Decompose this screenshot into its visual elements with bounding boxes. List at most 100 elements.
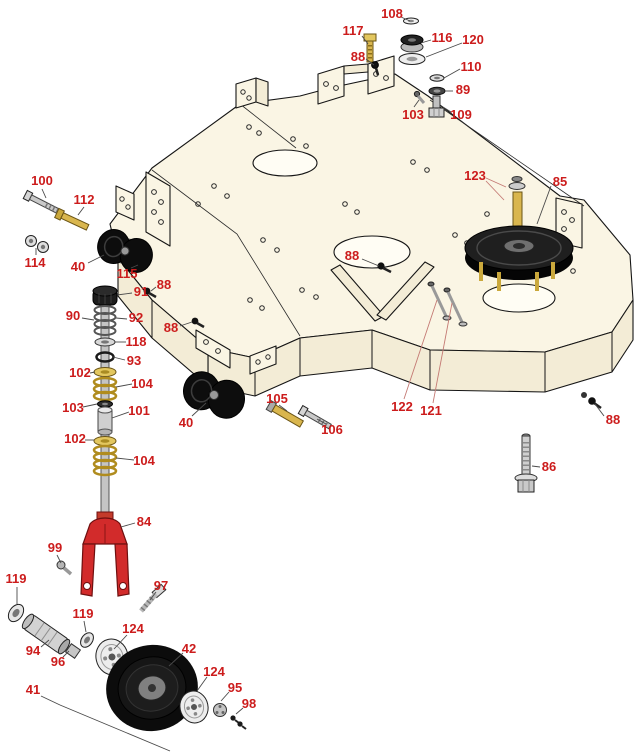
part-label-122-33: 122	[391, 399, 413, 414]
part-label-119-41: 119	[73, 606, 94, 621]
rod-121	[443, 287, 468, 327]
bolts-98	[230, 715, 247, 730]
part-label-124-46: 124	[203, 664, 225, 679]
bolt-112	[54, 207, 90, 231]
fork-hardware	[56, 560, 167, 613]
leader-line-91-19-0	[116, 292, 133, 296]
part-label-115-13: 115	[117, 266, 138, 281]
leader-line-108-2-0	[400, 16, 411, 22]
spacer-101	[97, 406, 113, 436]
bolt-88-right	[581, 392, 602, 410]
leader-line-110-5-0	[443, 68, 461, 79]
bolt-109	[428, 95, 445, 118]
deck-front-bracket	[195, 329, 277, 375]
spindle-mount-bolts	[479, 262, 555, 291]
leader-line-106-32-0	[316, 418, 327, 425]
part-label-118-22: 118	[126, 334, 147, 349]
part-label-99-38: 99	[48, 540, 62, 555]
leader-line-103-7-0	[413, 99, 420, 108]
cap-91	[92, 285, 118, 306]
screw-103-top	[413, 90, 426, 104]
antiscalp-wheel-front	[97, 229, 153, 273]
leader-line-84-37-0	[120, 522, 136, 528]
leader-line-97-40-0	[149, 591, 157, 601]
left-hardware	[22, 189, 205, 329]
part-label-121-34: 121	[420, 403, 442, 418]
leader-line-88-1-0	[365, 58, 375, 66]
part-label-84-37: 84	[137, 514, 152, 529]
part-label-123-15: 123	[464, 168, 486, 183]
leader-line-96-43-0	[62, 650, 70, 658]
rod-122	[427, 281, 452, 321]
leader-line-88-14-0	[150, 286, 157, 292]
part-label-112-10: 112	[74, 192, 95, 207]
leader-line-86-36-0	[531, 465, 541, 468]
caster-fork	[80, 511, 130, 597]
spindle-washer	[508, 182, 526, 190]
part-label-119-39: 119	[6, 571, 27, 586]
leader-line-104-29-0	[115, 457, 135, 461]
fork-axle-hole-right	[119, 582, 127, 590]
bolt-100	[22, 189, 61, 215]
axle-tube-94	[21, 613, 71, 655]
deck-left-bracket	[115, 171, 171, 247]
part-label-94-42: 94	[26, 643, 41, 658]
bolt-88-edge	[191, 317, 205, 329]
deck-bolt-holes	[195, 124, 576, 311]
spindle-assembly	[464, 176, 574, 291]
bolt-97	[139, 583, 167, 613]
washer-110	[429, 74, 445, 82]
deck-mount-tower-mid	[317, 63, 369, 105]
leader-line-40-30-0	[191, 402, 207, 417]
part-label-41-49: 41	[26, 682, 40, 697]
washer-102-upper	[93, 367, 117, 377]
bolt-117	[363, 33, 377, 63]
part-label-109-8: 109	[450, 107, 472, 122]
washer-118	[94, 337, 116, 347]
washer-120	[398, 53, 426, 65]
deck-v-straps	[330, 261, 435, 322]
tire-42	[106, 644, 198, 732]
pin-105	[265, 399, 305, 428]
part-label-85-16: 85	[553, 174, 567, 189]
part-label-88-14: 88	[157, 277, 171, 292]
bearing-119-inner	[80, 632, 94, 648]
leader-line-112-10-0	[77, 206, 85, 216]
part-label-40-12: 40	[71, 259, 85, 274]
spindle-nut	[511, 176, 523, 182]
leader-line-103-26-0	[82, 403, 98, 408]
part-label-88-35: 88	[606, 412, 620, 427]
part-label-40-30: 40	[179, 415, 193, 430]
part-label-102-28: 102	[64, 431, 86, 446]
leader-line-119-41-0	[83, 620, 87, 633]
leader-line-105-31-0	[278, 404, 288, 412]
leader-line-88-17-0	[361, 258, 380, 267]
part-label-108-2: 108	[381, 6, 403, 21]
leader-line-94-42-0	[40, 639, 50, 648]
part-label-103-26: 103	[62, 400, 84, 415]
caster-wheel-assembly	[95, 638, 247, 732]
leader-line-88-35-0	[594, 403, 605, 417]
part-label-110-5: 110	[461, 59, 482, 74]
leader-line-90-18-0	[81, 317, 95, 321]
leader-line-121-34-0	[432, 302, 453, 404]
leader-line-104-25-0	[115, 383, 133, 388]
leader-line-99-38-0	[56, 554, 62, 564]
leader-line-115-13-0	[130, 264, 139, 269]
washer-89	[428, 86, 446, 96]
leader-line-41-49-1	[59, 704, 171, 752]
spacer-96	[64, 643, 82, 659]
leader-line-41-49-0	[40, 695, 61, 706]
leader-line-124-44-0	[113, 634, 128, 650]
leader-line-98-48-0	[235, 707, 244, 715]
part-label-124-44: 124	[122, 621, 144, 636]
spider-95	[213, 703, 227, 717]
leader-line-123-15-1	[485, 180, 505, 201]
bearing-119-outer	[7, 603, 25, 623]
part-label-90-18: 90	[66, 308, 80, 323]
deck-opening-left	[252, 149, 318, 177]
caster-spring-stack	[92, 285, 118, 525]
leader-line-42-45-0	[168, 652, 184, 667]
leader-line-120-4-0	[425, 42, 463, 58]
